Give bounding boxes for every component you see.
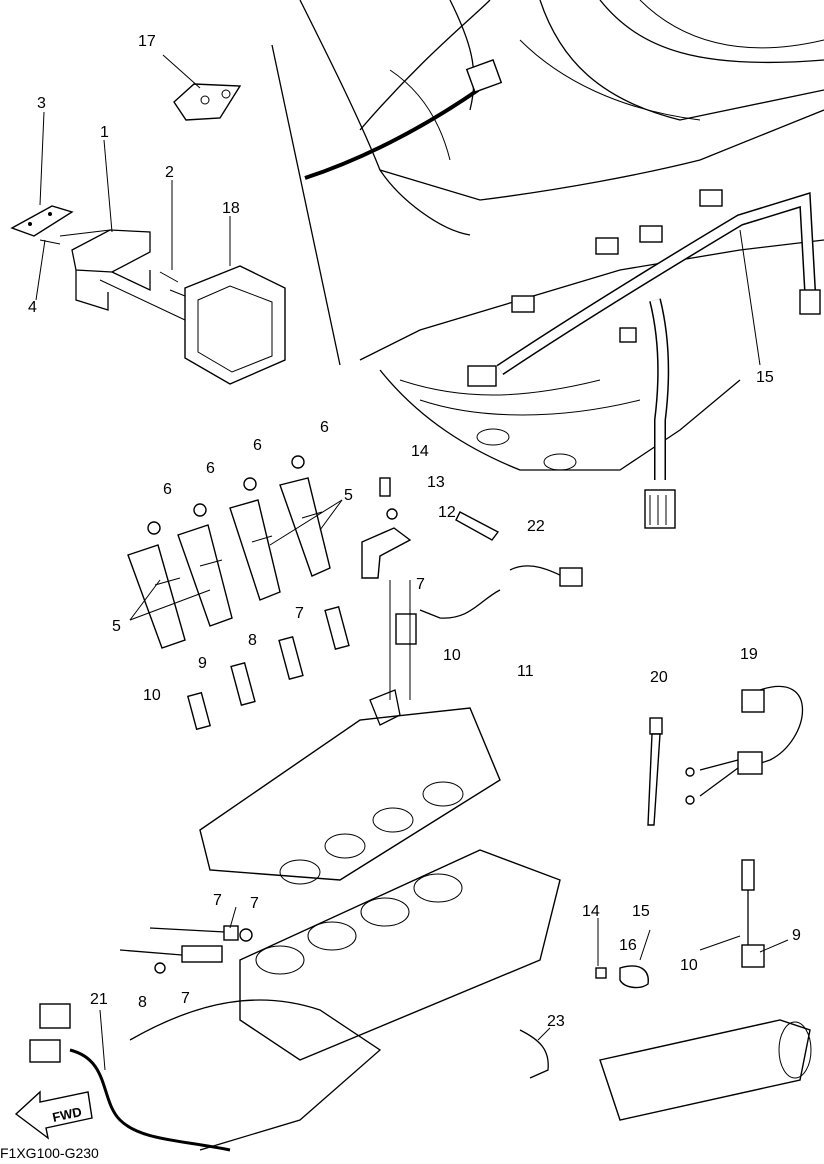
wire-harness [467, 189, 821, 529]
cable-tie-27 [647, 717, 663, 826]
callout-23: 16 [619, 937, 637, 954]
callout-7: 10 [143, 687, 161, 704]
callout-16: 9 [792, 927, 801, 944]
callout-14: 7 [181, 990, 190, 1007]
callout-5: 5 [112, 618, 121, 635]
callout-6: 6 [163, 481, 172, 498]
callout-7: 9 [198, 655, 207, 672]
callout-26: 19 [740, 646, 758, 663]
callout-27: 20 [650, 669, 668, 686]
callout-11: 15 [756, 369, 774, 386]
sensor-parts-center [361, 477, 583, 645]
deck-outline [299, 0, 824, 236]
callout-21: 14 [582, 903, 600, 920]
callout-18: 10 [443, 647, 461, 664]
callout-25: 18 [222, 200, 240, 217]
callout-2: 2 [165, 164, 174, 181]
callout-labels: 17 3 1 2 18 4 15 6 6 6 6 14 13 5 12 22 7… [28, 33, 801, 1030]
callout-8: 12 [438, 504, 456, 521]
engine-cylinder-head [129, 580, 561, 1151]
harness-28 [29, 1003, 231, 1152]
fwd-arrow-icon: FWD [14, 1090, 93, 1140]
callout-22: 15 [632, 903, 650, 920]
section-divider [271, 44, 341, 366]
sensors-right [519, 859, 812, 1121]
callout-1: 1 [100, 124, 109, 141]
callout-12: 7 [213, 892, 222, 909]
callout-3: 3 [37, 95, 46, 112]
fwd-label: FWD [51, 1104, 83, 1125]
spark-plugs [186, 606, 350, 731]
callout-5: 5 [344, 487, 353, 504]
callout-7: 8 [248, 632, 257, 649]
callout-17: 10 [680, 957, 698, 974]
callout-6: 6 [320, 419, 329, 436]
leader-lines [35, 54, 789, 1071]
callout-6: 6 [253, 437, 262, 454]
callout-20: 7 [416, 576, 425, 593]
callout-15: 8 [138, 994, 147, 1011]
ecu-bracket-assembly [10, 83, 286, 385]
sensor-lead-26 [685, 685, 804, 805]
callout-24: 17 [138, 33, 156, 50]
callout-10: 14 [411, 443, 429, 460]
callout-29: 22 [527, 518, 545, 535]
diagram-code: F1XG100-G230 [0, 1145, 99, 1159]
callout-19: 11 [517, 663, 534, 680]
callout-6: 6 [206, 460, 215, 477]
callout-9: 13 [427, 474, 445, 491]
callout-30: 23 [547, 1013, 565, 1030]
hull-lower-outline [359, 239, 824, 471]
ignition-coils [127, 455, 331, 649]
front-sensors-12-13-14-15 [119, 925, 253, 974]
callout-28: 21 [90, 991, 108, 1008]
callout-4: 4 [28, 299, 37, 316]
callout-7: 7 [295, 605, 304, 622]
callout-13: 7 [250, 895, 259, 912]
